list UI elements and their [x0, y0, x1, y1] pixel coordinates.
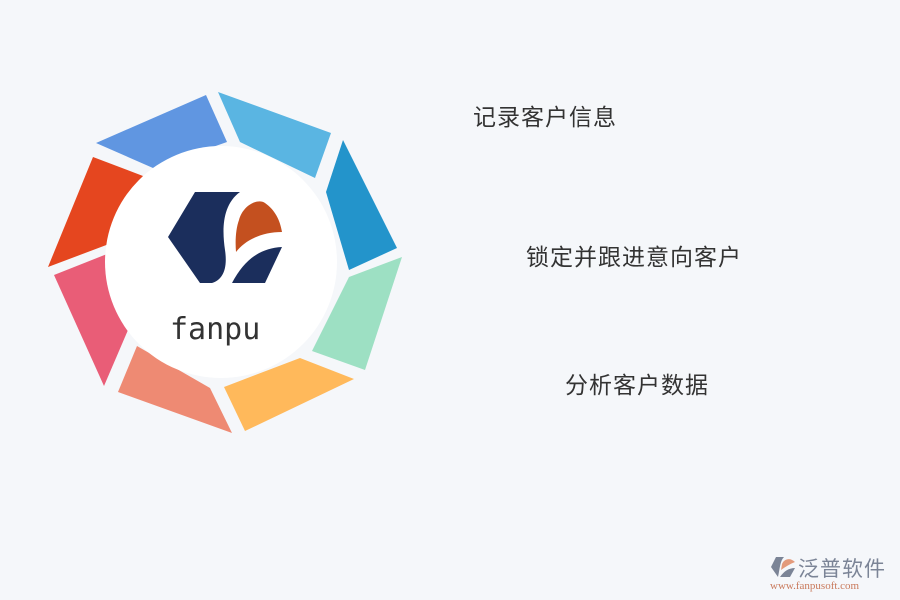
- segment-salmon: [118, 346, 232, 433]
- item-lock-follow-leads: 锁定并跟进意向客户: [526, 245, 742, 271]
- segment-light-blue: [218, 92, 331, 178]
- fanpu-logo-icon: [168, 192, 282, 283]
- watermark: 泛普软件 www.fanpusoft.com: [768, 553, 893, 595]
- segment-yellow: [224, 358, 354, 431]
- watermark-url: www.fanpusoft.com: [770, 580, 860, 592]
- segment-mint: [312, 257, 402, 370]
- segment-red: [48, 157, 143, 267]
- item-record-customer-info: 记录客户信息: [473, 105, 617, 131]
- watermark-name: 泛普软件: [798, 557, 886, 581]
- watermark-logo-icon: [771, 557, 795, 577]
- segment-teal-blue: [326, 140, 397, 270]
- item-analyze-customer-data: 分析客户数据: [565, 373, 709, 399]
- brand-text: fanpu: [170, 312, 261, 347]
